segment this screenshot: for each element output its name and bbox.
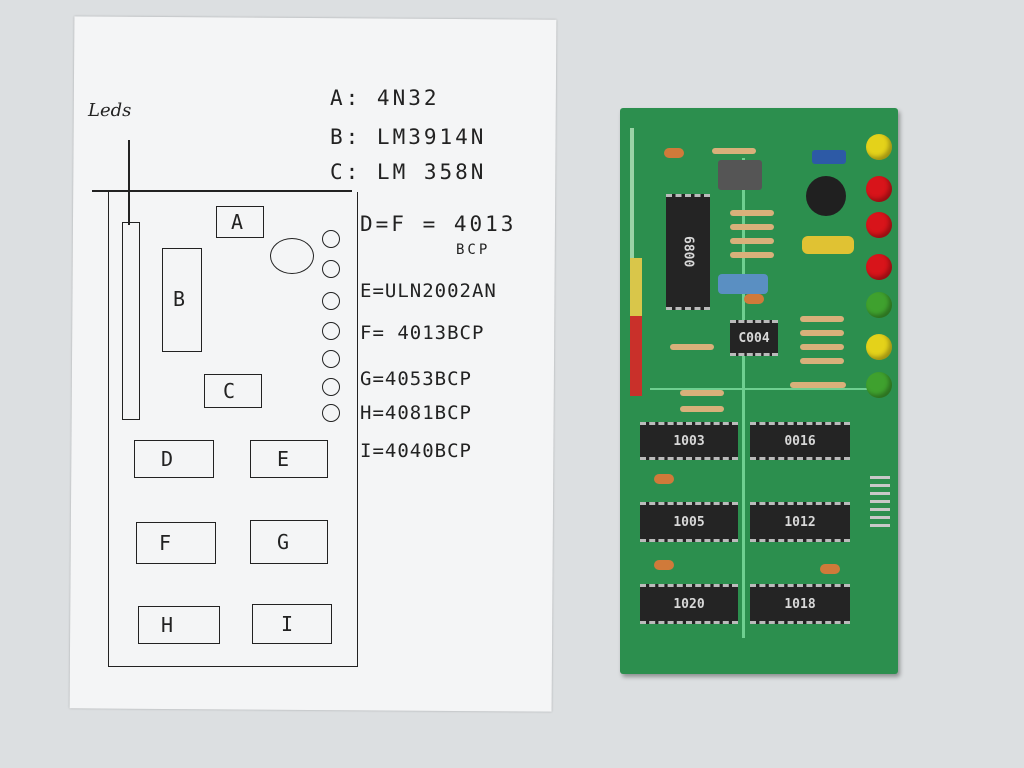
relay-component xyxy=(718,160,762,190)
parts-list-g: G=4053BCP xyxy=(360,368,472,390)
chip-i-outline: I xyxy=(252,604,332,644)
circuit-board: 6800 C004 1003 0016 1005 1012 1020 1018 xyxy=(620,108,898,674)
resistor xyxy=(680,390,724,396)
led-1 xyxy=(866,134,892,160)
drawn-led-3 xyxy=(322,292,340,310)
ic-chip: 1005 xyxy=(640,502,738,542)
ic-chip: 1020 xyxy=(640,584,738,624)
blue-capacitor xyxy=(812,150,846,164)
trace xyxy=(742,158,745,638)
resistor xyxy=(800,316,844,322)
ceramic-capacitor xyxy=(820,564,840,574)
ic-chip: 6800 xyxy=(666,194,710,310)
transformer-component xyxy=(806,176,846,216)
parts-list-i: I=4040BCP xyxy=(360,440,472,462)
chip-c-outline: C xyxy=(204,374,262,408)
resistor xyxy=(712,148,756,154)
led-bargraph-red xyxy=(630,316,642,396)
drawn-led-4 xyxy=(322,322,340,340)
resistor xyxy=(680,406,724,412)
drawn-led-2 xyxy=(322,260,340,278)
ic-chip: C004 xyxy=(730,320,778,356)
parts-list-b: B: LM3914N xyxy=(330,125,487,149)
parts-list-c: C: LM 358N xyxy=(330,160,487,184)
film-capacitor xyxy=(718,274,768,294)
resistor xyxy=(730,238,774,244)
ceramic-capacitor xyxy=(664,148,684,158)
leds-pointer-line xyxy=(128,140,130,225)
parts-list-h: H=4081BCP xyxy=(360,402,472,424)
parts-list-a: A: 4N32 xyxy=(330,86,440,110)
ceramic-capacitor xyxy=(744,294,764,304)
ic-chip: 1018 xyxy=(750,584,850,624)
leds-label: Leds xyxy=(88,100,132,121)
chip-e-outline: E xyxy=(250,440,328,478)
trace xyxy=(630,128,634,318)
board-outline xyxy=(108,192,358,667)
board-top-edge xyxy=(92,190,352,192)
ic-chip: 1012 xyxy=(750,502,850,542)
ceramic-capacitor xyxy=(654,474,674,484)
ic-chip: 1003 xyxy=(640,422,738,460)
led-2 xyxy=(866,176,892,202)
drawn-led-5 xyxy=(322,350,340,368)
trace xyxy=(650,388,870,390)
resistor xyxy=(800,344,844,350)
resistor xyxy=(730,224,774,230)
chip-h-outline: H xyxy=(138,606,220,644)
chip-b-outline: B xyxy=(162,248,202,352)
led-4 xyxy=(866,254,892,280)
ic-chip: 0016 xyxy=(750,422,850,460)
led-3 xyxy=(866,212,892,238)
chip-a-outline: A xyxy=(216,206,264,238)
resistor xyxy=(800,358,844,364)
parts-list-d-suffix: BCP xyxy=(456,242,491,258)
led-bar-outline xyxy=(122,222,140,420)
parts-list-d: D=F = 4013 xyxy=(360,212,517,236)
chip-f-outline: F xyxy=(136,522,216,564)
electrolytic-capacitor xyxy=(802,236,854,254)
led-6 xyxy=(866,334,892,360)
resistor xyxy=(730,210,774,216)
resistor xyxy=(800,330,844,336)
led-bargraph-yellow xyxy=(630,258,642,316)
edge-connector-pins xyxy=(870,476,890,532)
led-5 xyxy=(866,292,892,318)
resistor xyxy=(790,382,846,388)
drawn-led-7 xyxy=(322,404,340,422)
parts-list-e: E=ULN2002AN xyxy=(360,280,497,302)
drawn-led-1 xyxy=(322,230,340,248)
resistor xyxy=(730,252,774,258)
parts-list-f: F= 4013BCP xyxy=(360,322,485,344)
led-7 xyxy=(866,372,892,398)
chip-d-outline: D xyxy=(134,440,214,478)
ceramic-capacitor xyxy=(654,560,674,570)
crystal-outline xyxy=(270,238,314,274)
chip-g-outline: G xyxy=(250,520,328,564)
drawn-led-6 xyxy=(322,378,340,396)
resistor xyxy=(670,344,714,350)
